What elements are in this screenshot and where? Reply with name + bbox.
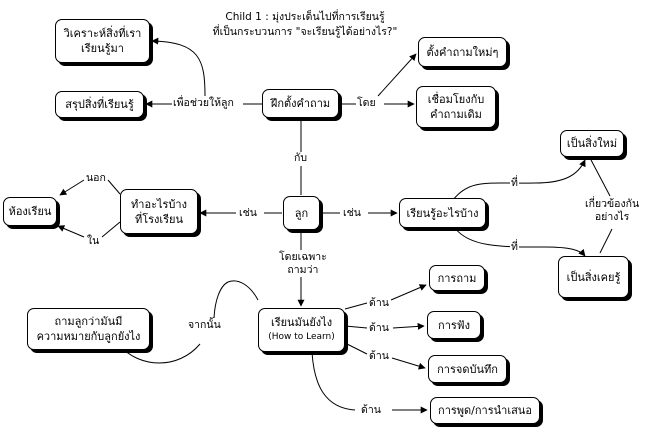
node-ask-child: ถามลูกว่ามันมี ความหมายกับลูกยังไง <box>27 308 150 350</box>
edge-learn-what-known-thing <box>454 227 586 257</box>
node-listening-label: การฟัง <box>438 318 470 332</box>
node-how-learn-label: เรียนมันยังไง <box>270 316 333 329</box>
node-ask: ฝึกตั้งคำถาม <box>262 89 339 118</box>
node-ask-label: ฝึกตั้งคำถาม <box>270 97 331 110</box>
node-learn-what: เรียนรู้อะไรบ้าง <box>399 198 486 228</box>
node-questioning: การถาม <box>429 265 485 291</box>
node-learn-what-label: เรียนรู้อะไรบ้าง <box>406 206 479 220</box>
node-do-school: ทำอะไรบ้าง ที่โรงเรียน <box>120 189 198 234</box>
edge-by-new-q <box>377 53 417 97</box>
link-with: กับ <box>293 152 309 165</box>
node-known-thing-label: เป็นสิ่งเคยรู้ <box>566 270 621 284</box>
node-analyze-label: วิเคราะห์สิ่งที่เรา เรียนรู้มา <box>63 27 142 55</box>
edge-how-learn-aspect3 <box>344 342 368 355</box>
node-how-learn-en-label: (How to Learn) <box>268 332 335 342</box>
node-new-thing: เป็นสิ่งใหม่ <box>560 130 624 157</box>
node-notes: การจดบันทึก <box>428 355 507 383</box>
node-questioning-label: การถาม <box>437 271 477 285</box>
edge-inside-classroom <box>57 225 85 238</box>
link-that-top: ที่ <box>510 177 519 190</box>
edge-aspect1-questioning <box>390 284 427 301</box>
edge-how-learn-aspect4 <box>311 351 356 411</box>
node-how-learn: เรียนมันยังไง (How to Learn) <box>258 308 345 352</box>
link-aspect-4: ด้าน <box>360 404 382 417</box>
edge-do-school-inside <box>101 221 121 238</box>
edge-do-school-outside <box>107 179 121 195</box>
node-link-question-label: เชื่อมโยงกับ คำถามเดิม <box>427 93 485 121</box>
link-inside: ใน <box>86 235 101 248</box>
link-that-bottom: ที่ <box>510 241 519 254</box>
edge-aspect2-listening <box>392 322 425 330</box>
node-new-question: ตั้งคำถามใหม่ๆ <box>418 37 507 67</box>
edge-then-ask-child <box>119 343 201 364</box>
edge-outside-classroom <box>59 179 85 196</box>
link-especially: โดยเฉพาะ ถามว่า <box>278 251 328 277</box>
edge-to-help-analyze <box>151 37 206 97</box>
node-ask-child-label: ถามลูกว่ามันมี ความหมายกับลูกยังไง <box>36 315 141 343</box>
link-aspect-2: ด้าน <box>368 322 390 335</box>
link-related: เกี่ยวข้องกัน อย่างไร <box>584 198 641 224</box>
link-such-as-left: เช่น <box>238 207 258 220</box>
node-known-thing: เป็นสิ่งเคยรู้ <box>558 256 629 298</box>
node-center-child-label: ลูก <box>294 206 309 220</box>
node-center-child: ลูก <box>283 196 320 230</box>
node-summarize-label: สรุปสิ่งที่เรียนรู้ <box>65 98 134 111</box>
edge-learn-what-new-thing <box>452 159 586 201</box>
edge-how-learn-then <box>213 280 259 319</box>
node-listening: การฟัง <box>427 311 481 339</box>
node-presenting-label: การพูด/การนำเสนอ <box>438 404 532 417</box>
link-such-as-right: เช่น <box>342 207 362 220</box>
node-analyze: วิเคราะห์สิ่งที่เรา เรียนรู้มา <box>55 19 150 63</box>
node-summarize: สรุปสิ่งที่เรียนรู้ <box>55 91 144 118</box>
node-presenting: การพูด/การนำเสนอ <box>430 397 540 424</box>
node-notes-label: การจดบันทึก <box>437 362 498 376</box>
edge-how-learn-aspect1 <box>344 302 368 310</box>
node-classroom: ห้องเรียน <box>3 197 57 226</box>
link-aspect-1: ด้าน <box>368 297 390 310</box>
node-new-question-label: ตั้งคำถามใหม่ๆ <box>426 45 499 59</box>
node-classroom-label: ห้องเรียน <box>8 205 52 218</box>
edge-related-known <box>599 228 613 254</box>
link-by: โดย <box>356 97 377 110</box>
link-to-help: เพื่อช่วยให้ลูก <box>172 97 235 110</box>
edge-new-related <box>589 157 611 197</box>
link-aspect-3: ด้าน <box>368 350 390 363</box>
link-outside: นอก <box>85 172 107 185</box>
edge-aspect3-notes <box>391 357 426 370</box>
link-then: จากนั้น <box>187 319 222 332</box>
node-link-question: เชื่อมโยงกับ คำถามเดิม <box>416 86 496 128</box>
node-do-school-label: ทำอะไรบ้าง ที่โรงเรียน <box>131 197 187 226</box>
map-title: Child 1 : มุ่งประเด็นไปที่การเรียนรู้ ที… <box>212 11 398 38</box>
node-new-thing-label: เป็นสิ่งใหม่ <box>566 137 618 150</box>
edge-how-learn-aspect2 <box>344 325 368 329</box>
